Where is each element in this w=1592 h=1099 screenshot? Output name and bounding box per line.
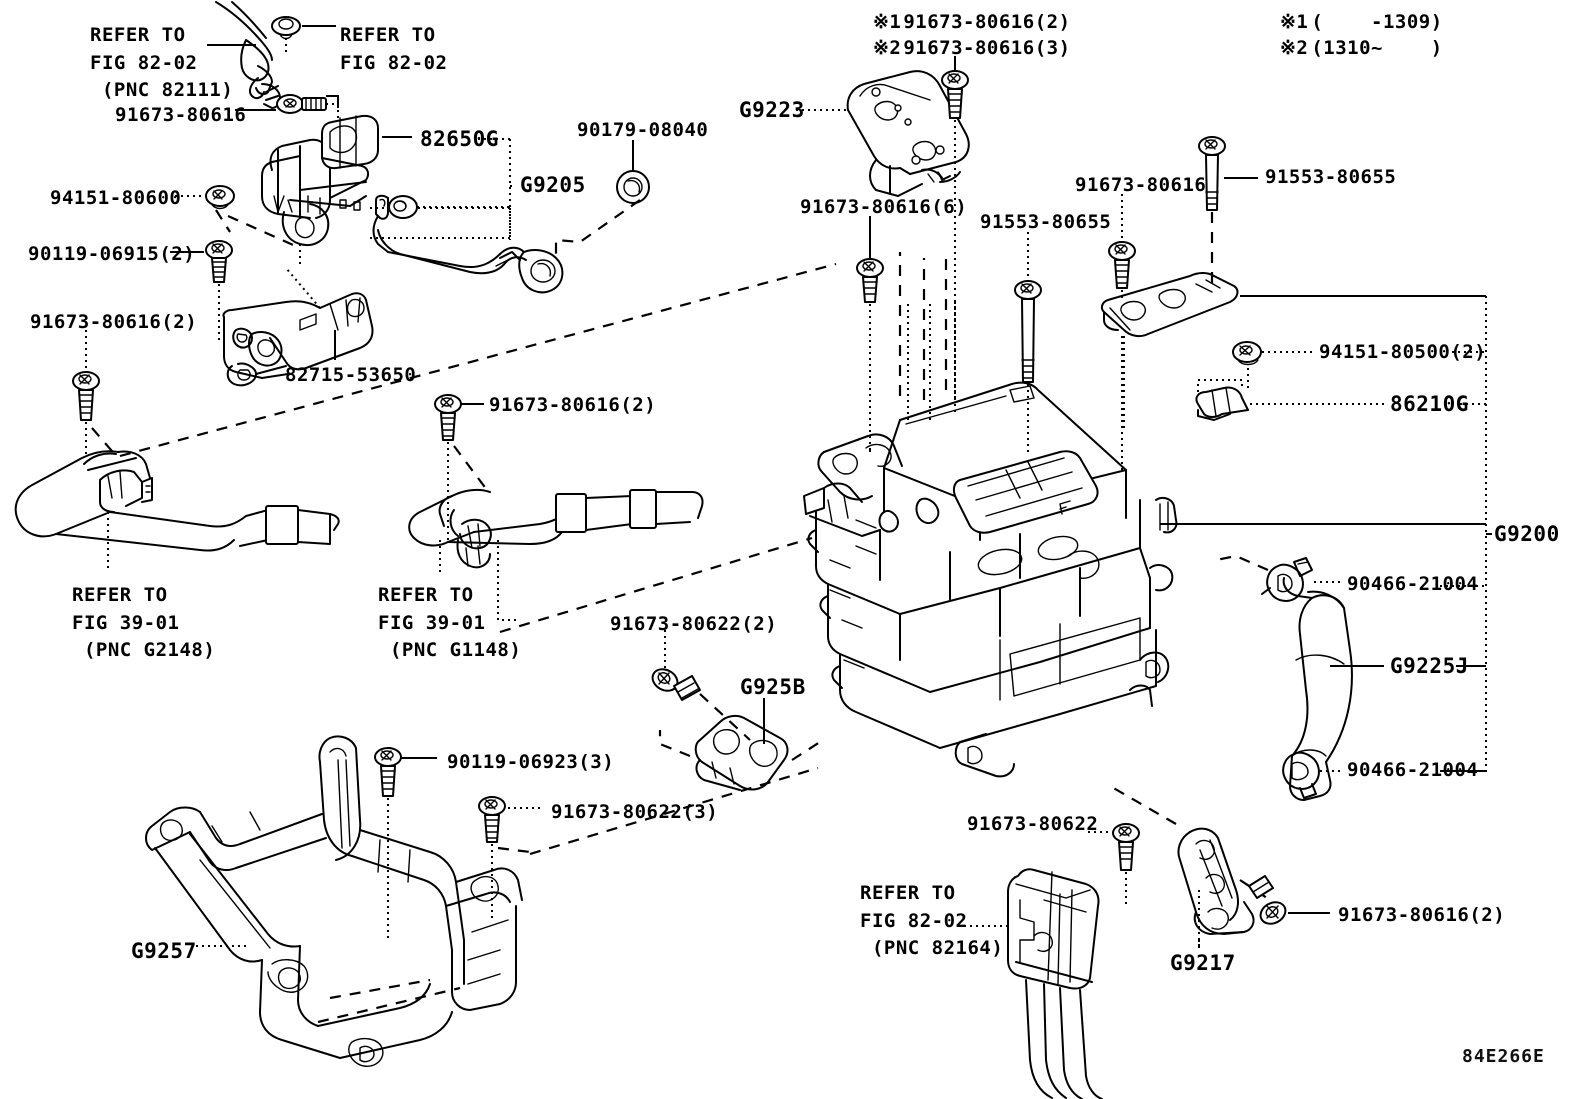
label-refer-82-02-c: REFER TO FIG 82-02 (PNC 82164) [860, 882, 1004, 960]
legend-range-1: ( -1309) [1311, 11, 1443, 33]
label-refer-82-02-a: REFER TO FIG 82-02 (PNC 82111) [90, 24, 234, 102]
label-G9257: G9257 [131, 939, 197, 963]
legend-marker-1: ※1 [1280, 11, 1309, 33]
legend-marker-2: ※2 [1280, 37, 1309, 60]
label-G9223: G9223 [739, 98, 805, 122]
label-G9217: G9217 [1170, 951, 1236, 975]
art-nut-94151-80600 [175, 185, 235, 233]
art-bracket-line-right [1196, 296, 1492, 776]
label-G9200: G9200 [1494, 522, 1560, 546]
art-part-G925B [658, 698, 821, 791]
label-91553-80655-b: 91553-80655 [1265, 166, 1397, 188]
label-90179-08040: 90179-08040 [577, 119, 709, 141]
label-91673-80622-br: 91673-80622 [967, 813, 1099, 835]
art-bolt-91673-80616-br [1248, 875, 1330, 925]
label-86210G: 86210G [1390, 392, 1469, 416]
art-bolt-91673-80616-left [72, 330, 119, 459]
label-94151-80500: 94151-80500(2) [1319, 341, 1487, 363]
label-91553-80655-a: 91553-80655 [980, 211, 1112, 233]
label-refer-82-02-b: REFER TO FIG 82-02 [340, 24, 448, 74]
note-block: ※1 91673-80616(2) ※2 91673-80616(3) [873, 10, 1071, 61]
label-91673-80616-right: 91673-80616 [1075, 174, 1207, 196]
label-G9225J: G9225J [1390, 654, 1469, 678]
art-dashed-bolt-guides [898, 250, 948, 400]
legend-block: ※1 ( -1309) ※2 (1310~ ) [1280, 10, 1443, 61]
art-bolt-91673-80616-top [235, 94, 339, 132]
art-assembly-line-1 [227, 214, 301, 250]
art-bolt-91673-80616-6 [856, 216, 884, 450]
label-G9205: G9205 [520, 173, 586, 197]
art-assembly-line-main-1 [119, 262, 837, 458]
art-part-G9217 [1109, 785, 1283, 948]
art-bolt-91673-80616-right [1108, 194, 1136, 300]
note-text-1: 91673-80616(2) [903, 11, 1071, 33]
art-part-82650G [261, 114, 412, 264]
label-82715-53650: 82715-53650 [285, 364, 417, 386]
figure-code: 84E266E [1462, 1046, 1545, 1067]
art-bolt-91553-80655-b [1198, 136, 1258, 290]
art-bolt-91553-80655-a [1014, 232, 1042, 452]
art-bolt-note-91673-80616 [941, 56, 969, 400]
art-part-G9257 [145, 735, 523, 1067]
note-marker-2: ※2 [873, 37, 902, 60]
art-bolt-91673-80622-3 [478, 796, 544, 920]
label-82650G: 82650G [420, 127, 499, 151]
label-91673-80616-mid: 91673-80616(2) [489, 394, 657, 416]
label-91673-80616-br: 91673-80616(2) [1338, 904, 1506, 926]
label-90119-06923: 90119-06923(3) [447, 751, 615, 773]
label-G925B: G925B [740, 675, 806, 699]
note-marker-1: ※1 [873, 11, 902, 33]
label-90466-21004-upper: 90466-21004 [1347, 573, 1479, 595]
art-nut-94151-80500 [1232, 341, 1312, 388]
label-91673-80622-3: 91673-80622(3) [551, 801, 719, 823]
art-part-G9223 [796, 70, 970, 197]
label-91673-80616-top: 91673-80616 [115, 104, 247, 126]
art-bolt-91673-80616-mid [434, 394, 491, 540]
art-inverter-G9200 [803, 300, 1196, 778]
legend-range-2: (1310~ ) [1311, 37, 1443, 60]
art-group-G9205 [370, 138, 516, 240]
art-bolt-91673-80622-2 [651, 630, 751, 741]
label-91673-80616-6: 91673-80616(6) [800, 196, 968, 218]
note-text-2: 91673-80616(3) [903, 37, 1071, 60]
label-refer-39-01-a: REFER TO FIG 39-01 (PNC G2148) [72, 584, 216, 662]
label-90119-06915: 90119-06915(2) [28, 243, 196, 265]
art-hose-G2148 [14, 450, 340, 572]
art-part-G9205 [372, 194, 564, 294]
art-bolt-90119-06923 [374, 747, 437, 940]
label-91673-80622-2: 91673-80622(2) [610, 613, 778, 635]
label-refer-39-01-b: REFER TO FIG 39-01 (PNC G1148) [378, 584, 522, 662]
label-94151-80600: 94151-80600 [50, 187, 182, 209]
label-90466-21004-lower: 90466-21004 [1347, 759, 1479, 781]
label-91673-80616-left: 91673-80616(2) [30, 311, 198, 333]
